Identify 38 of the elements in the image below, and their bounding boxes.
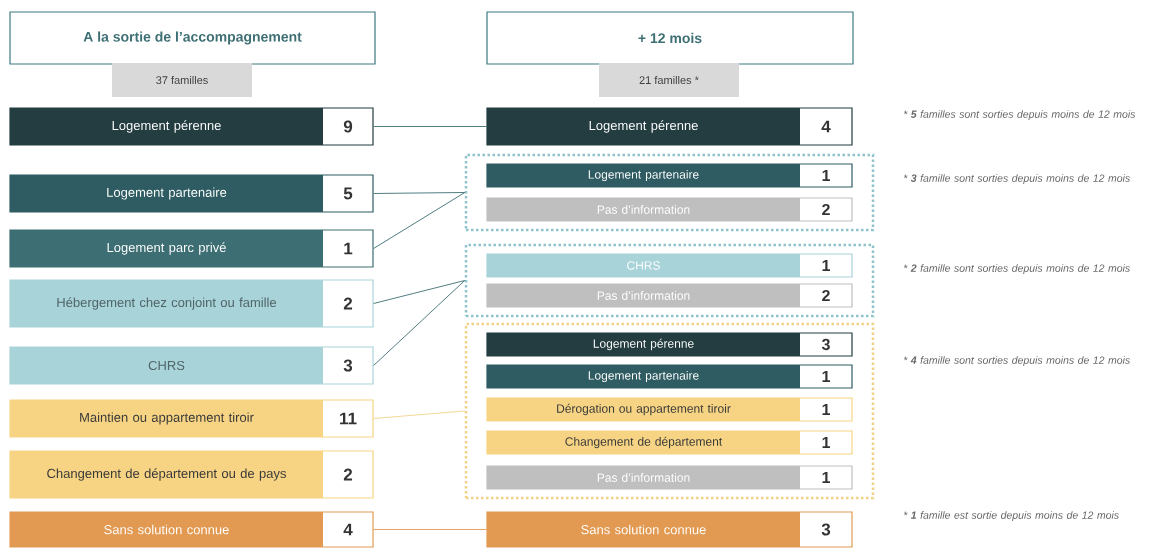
category-bar: Maintien ou appartement tiroir 11 [9,399,374,438]
footnote: *5 familles sont sorties depuis moins de 12 mois [903,110,1136,120]
count-box: 21 familles * [599,63,739,97]
category-bar: Changement de département 1 [486,430,853,455]
category-bar: Logement parc privé 1 [9,229,374,268]
category-bar: Sans solution connue 3 [486,511,853,548]
category-bar: Logement partenaire 1 [486,163,853,188]
category-bar: Changement de département ou de pays 2 [9,450,374,499]
category-bar: Pas d’information 2 [486,283,853,308]
category-bar: Logement pérenne 9 [9,107,374,146]
category-bar: Logement pérenne 3 [486,332,853,357]
category-bar: Sans solution connue 4 [9,511,374,548]
category-bar: Hébergement chez conjoint ou famille 2 [9,279,374,328]
connector-line [373,529,487,530]
category-bar: CHRS 3 [9,346,374,385]
connector-line [373,280,466,366]
category-bar: Pas d’information 1 [486,465,853,490]
category-bar: Dérogation ou appartement tiroir 1 [486,397,853,422]
dotted-group-frame [464,322,875,500]
footnote: *2 famille sont sorties depuis moins de 12 mois [903,264,1130,274]
dotted-group-frame [464,243,875,318]
connector-line [373,280,466,304]
footnote: *4 famille sont sorties depuis moins de 12 mois [903,356,1130,366]
footnote: *3 famille sont sorties depuis moins de 12 mois [903,174,1130,184]
category-bar: CHRS 1 [486,253,853,278]
connector-line [373,410,466,419]
connector-line [373,192,466,194]
connector-line [373,126,487,127]
count-box: 37 familles [112,63,252,97]
column-header: A la sortie de l’accompagnement [9,11,376,65]
connector-line [373,192,466,249]
footnote: *1 famille est sortie depuis moins de 12 mois [903,511,1119,521]
category-bar: Logement partenaire 1 [486,364,853,389]
category-bar: Pas d’information 2 [486,197,853,222]
column-header: + 12 mois [486,11,854,65]
category-bar: Logement pérenne 4 [486,107,853,146]
category-bar: Logement partenaire 5 [9,174,374,213]
dotted-group-frame [464,153,875,232]
